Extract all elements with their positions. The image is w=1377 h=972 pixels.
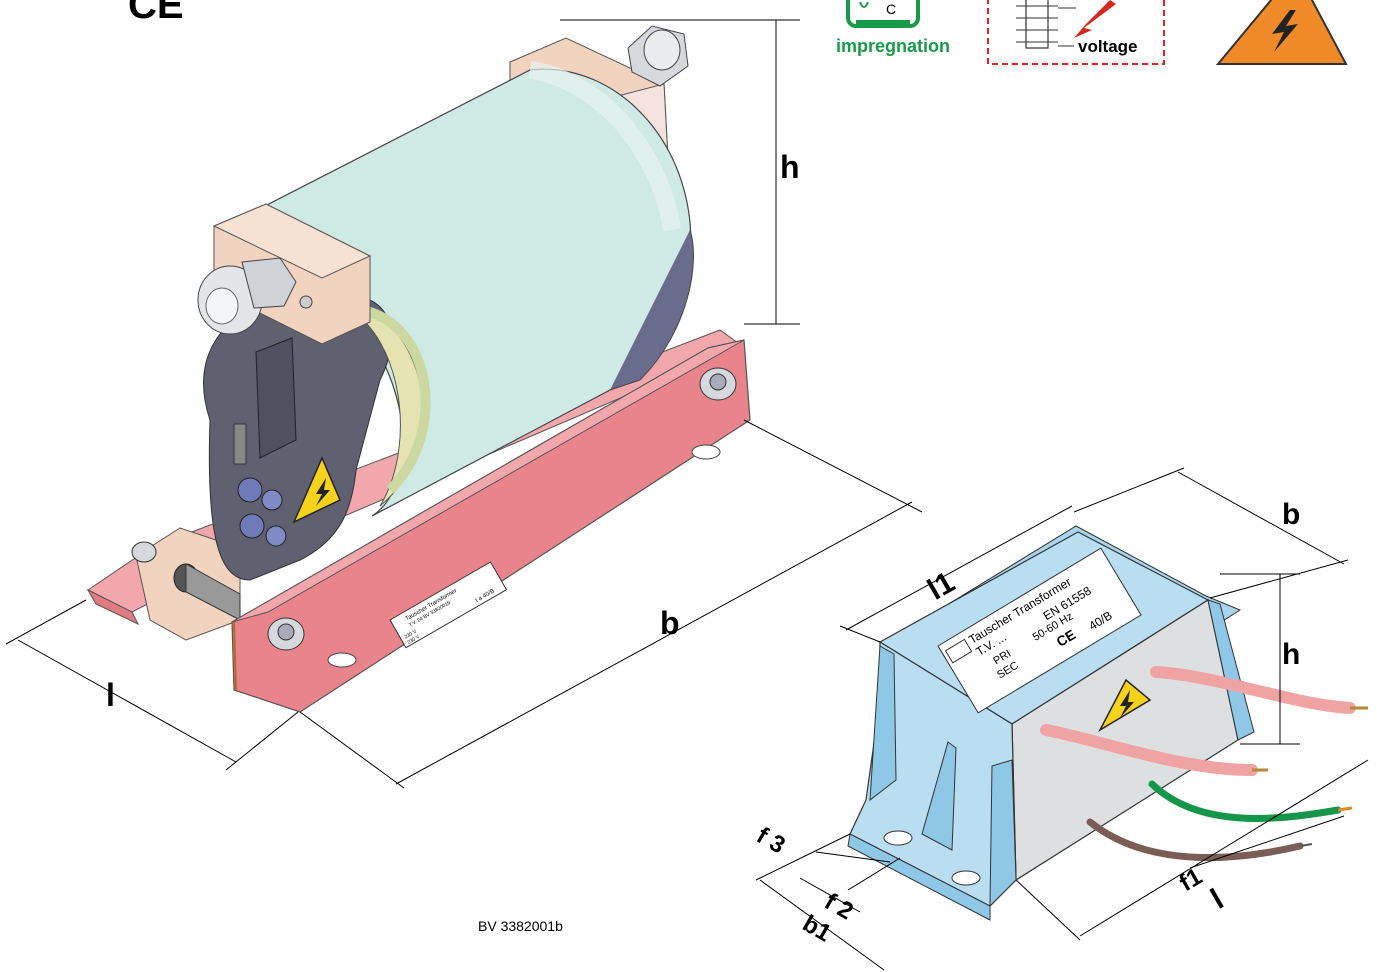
small-dim-f1: f1 [1175, 863, 1207, 897]
large-transformer: Tauscher Transformer T.V. 24 BV 3382001b… [86, 25, 751, 713]
wire-green [1148, 780, 1342, 822]
base-bolt-front-left [267, 617, 305, 651]
hazard-warning-icon [1215, 0, 1348, 65]
red-arrow-icon [1074, 0, 1116, 38]
small-dim-f3: f 3 [752, 822, 790, 859]
small-transformer: Tauscher Transformer T.V. ... EN 61558 P… [847, 525, 1368, 921]
large-dim-l: l [106, 677, 115, 713]
small-dim-l: l [1205, 883, 1229, 916]
base-bolt-back-left [131, 541, 157, 563]
ce-mark: CE [128, 0, 184, 27]
front-core [203, 293, 392, 581]
large-dim-b: b [660, 605, 680, 641]
impregnation-label: impregnation [836, 36, 950, 56]
core-clamp [233, 337, 297, 547]
small-dimension-lines [755, 467, 1369, 971]
reference-code: BV 3382001b [478, 918, 563, 934]
wire-brown [1086, 818, 1304, 862]
voltage-badge: voltage [987, 0, 1165, 65]
base-hole-right [691, 444, 721, 460]
mount-hole-left [883, 830, 913, 846]
small-dim-b: b [1282, 498, 1300, 531]
small-dim-h: h [1282, 638, 1300, 671]
wire-pink-lower [1040, 724, 1258, 776]
voltage-label: voltage [1078, 37, 1138, 56]
cable-gland-right [627, 25, 689, 87]
mount-hole-right [951, 870, 981, 886]
impregnation-badge: C impregnation [836, 0, 950, 56]
impregnation-inner-label: C [886, 1, 896, 17]
base-hole-left [327, 652, 357, 668]
core-warning-sticker [292, 456, 341, 524]
cable-gland-left [197, 257, 297, 335]
large-dim-h: h [780, 149, 800, 185]
large-dimension-lines [5, 19, 923, 789]
base-bolt-front-right [699, 367, 737, 401]
wire-pink-upper [1150, 666, 1356, 714]
small-warning-sticker [1098, 678, 1152, 733]
